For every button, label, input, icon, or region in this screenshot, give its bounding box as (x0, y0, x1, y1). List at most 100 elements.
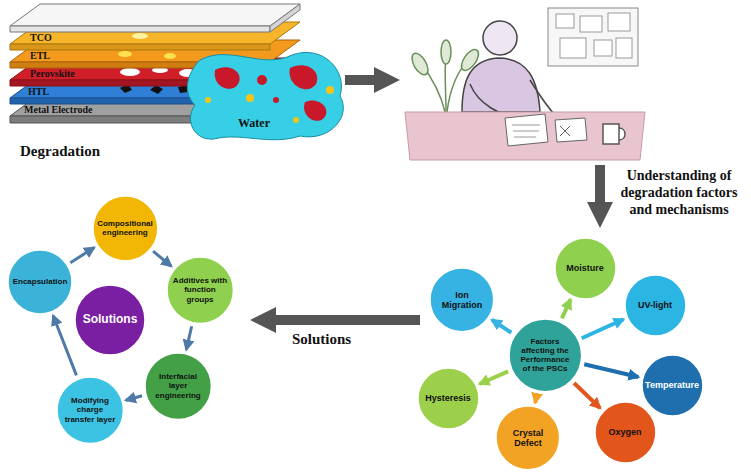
node-text: Hysteresis (420, 393, 476, 403)
connector-arrow (53, 316, 76, 376)
person-at-desk-part (616, 38, 632, 58)
node-text: Solutions (79, 313, 141, 327)
flow-arrow (345, 75, 378, 85)
connector-arrow (492, 320, 512, 333)
node-text: Oxygen (597, 427, 653, 437)
glass-layer-part (10, 4, 300, 26)
circle-shape (75, 285, 145, 355)
tco-layer-part (10, 44, 270, 50)
factor-circle: Oxygen (594, 401, 657, 464)
papers-part (555, 118, 587, 142)
node-text: Ion Migration (434, 290, 490, 311)
circle-shape (418, 368, 479, 429)
node-text: Interfacial layer engineering (150, 372, 206, 400)
factor-circle: Modifying charge transfer layer (56, 376, 124, 444)
glass-layer (10, 4, 300, 32)
factor-circle: Ion Migration (429, 267, 495, 333)
circle-shape (496, 406, 560, 470)
factor-circle: Crystal Defect (495, 405, 561, 471)
water-splash-part (273, 97, 279, 103)
circle-shape (555, 238, 616, 299)
glass-layer-part (10, 26, 270, 32)
hub-circle: Solutions (74, 284, 146, 356)
node-text: Compositional engineering (96, 219, 154, 237)
factor-circle: Temperature (641, 354, 704, 417)
node-text: Modifying charge transfer layer (62, 396, 118, 424)
glass-layer-part (270, 4, 300, 32)
circle-shape (57, 377, 123, 443)
plant-part (441, 40, 451, 64)
connector-arrow (574, 383, 600, 408)
person-at-desk-part (580, 16, 602, 32)
person-head (483, 21, 517, 55)
factor-circle: Compositional engineering (92, 195, 159, 262)
water-splash-part (304, 100, 326, 120)
circle-shape (642, 355, 703, 416)
papers-part (560, 126, 570, 136)
flow-arrow (272, 315, 420, 325)
person-at-desk-part (608, 13, 630, 31)
water-splash-part (257, 75, 267, 85)
connector-arrow (126, 396, 142, 400)
pin-board (548, 8, 638, 66)
circle-shape (167, 257, 233, 323)
water-splash-part (326, 86, 334, 94)
water-splash (187, 52, 343, 139)
connector-arrow (582, 319, 624, 338)
connector-arrow (584, 364, 638, 377)
node-text: Additives with function groups (172, 276, 228, 304)
node-text: Factors affecting the Performance of the… (516, 337, 574, 374)
connector-arrow (535, 394, 537, 402)
node-text: UV-light (627, 300, 683, 310)
node-text: Moisture (557, 263, 613, 273)
part-label: Metal Electrode (24, 104, 92, 116)
connector-arrow (562, 299, 571, 318)
factor-circle: Hysteresis (417, 367, 480, 430)
water-splash-part (246, 94, 254, 102)
part-label: Water (238, 116, 270, 130)
perovskite-layer-part (120, 68, 140, 76)
part-label: ETL (30, 50, 50, 62)
person-arm (530, 80, 556, 116)
flow-arrow (595, 165, 605, 206)
flow-label: Understanding of degradation factors and… (610, 168, 748, 218)
water-splash-part (293, 117, 299, 123)
tco-layer (10, 22, 300, 50)
factor-circle: Moisture (554, 237, 617, 300)
water-splash-part (215, 67, 240, 89)
circle-shape (93, 196, 158, 261)
mug (603, 124, 625, 144)
papers (505, 114, 587, 146)
circle-shape (595, 402, 656, 463)
plant-part (409, 51, 431, 78)
water-splash-part (290, 65, 318, 89)
factor-circle: UV-light (624, 274, 687, 337)
papers-part (505, 114, 548, 146)
circle-shape (509, 319, 582, 392)
person-at-desk-part (556, 14, 574, 28)
connector-arrow (479, 371, 508, 384)
circle-shape (625, 275, 686, 336)
etl-layer-part (118, 51, 132, 57)
tco-layer-part (132, 33, 148, 39)
desk (405, 112, 645, 160)
papers-part (512, 125, 540, 137)
circle-shape (145, 353, 211, 419)
circle-shape (430, 268, 494, 332)
part-label: HTL (28, 86, 49, 98)
node-text: Encapsulation (11, 277, 69, 286)
circle-shape (8, 250, 72, 314)
etl-layer-part (164, 53, 176, 59)
hub-circle: Factors affecting the Performance of the… (508, 318, 583, 393)
flow-label: Solutions (292, 330, 351, 348)
person-at-desk-part (594, 40, 612, 56)
water-splash-part (187, 52, 343, 139)
factor-circle: Additives with function groups (166, 256, 234, 324)
person-body (462, 58, 540, 112)
flow-label: Degradation (20, 142, 100, 160)
factor-circle: Interfacial layer engineering (144, 352, 212, 420)
water-splash-part (205, 97, 211, 103)
part-label: TCO (30, 32, 52, 44)
connector-arrow (186, 326, 191, 349)
